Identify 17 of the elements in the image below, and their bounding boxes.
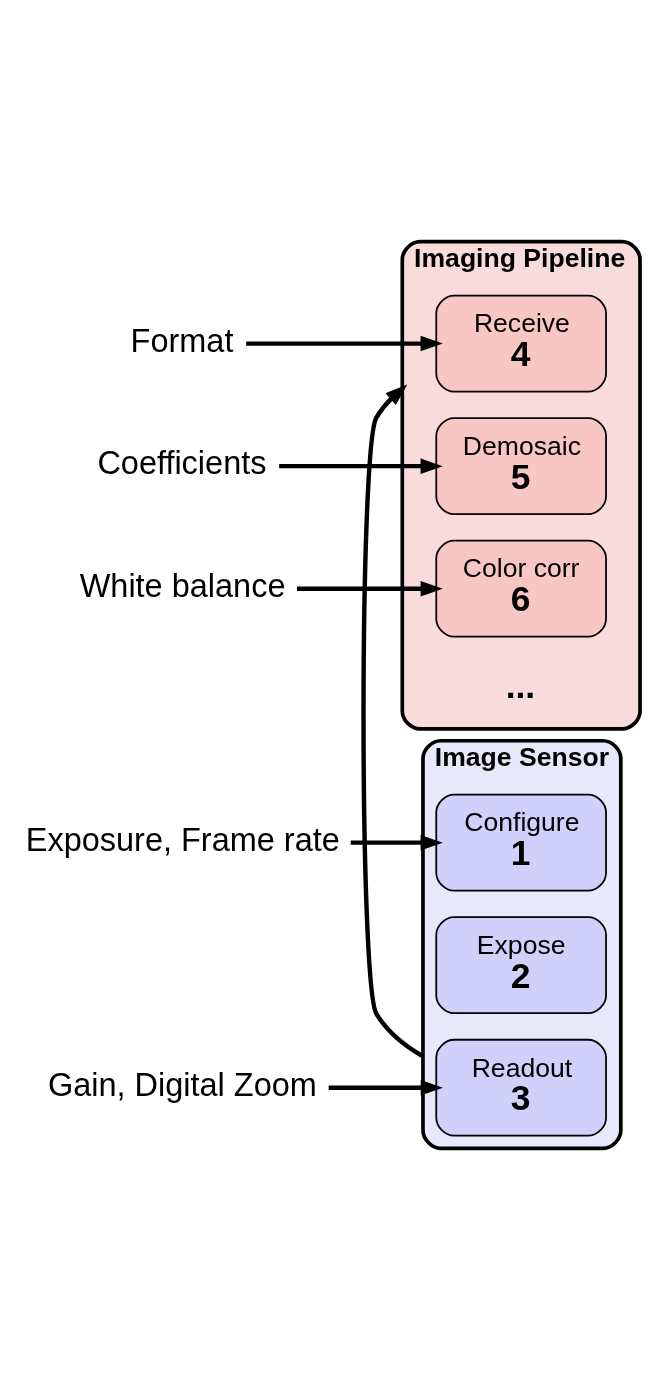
node-text: White balance: [79, 567, 286, 604]
node-box: Readout 3: [435, 1038, 607, 1137]
arrow: [361, 383, 425, 1058]
node-box: Expose 2: [435, 915, 607, 1014]
node-box: Configure 1: [435, 793, 607, 891]
arrow: [279, 457, 443, 474]
arrow: [246, 335, 443, 351]
node-text: Coefficients: [97, 444, 267, 481]
node-text: Format: [130, 322, 234, 359]
node-box: Color corr 6: [435, 539, 607, 638]
node-box: Demosaic 5: [435, 416, 607, 515]
arrow: [328, 1079, 443, 1096]
node-box: Receive 4: [435, 294, 607, 392]
node-text: Gain, Digital Zoom: [47, 1066, 317, 1103]
node-text: Exposure, Frame rate: [25, 821, 340, 858]
arrow: [297, 580, 443, 596]
arrow: [350, 834, 443, 850]
